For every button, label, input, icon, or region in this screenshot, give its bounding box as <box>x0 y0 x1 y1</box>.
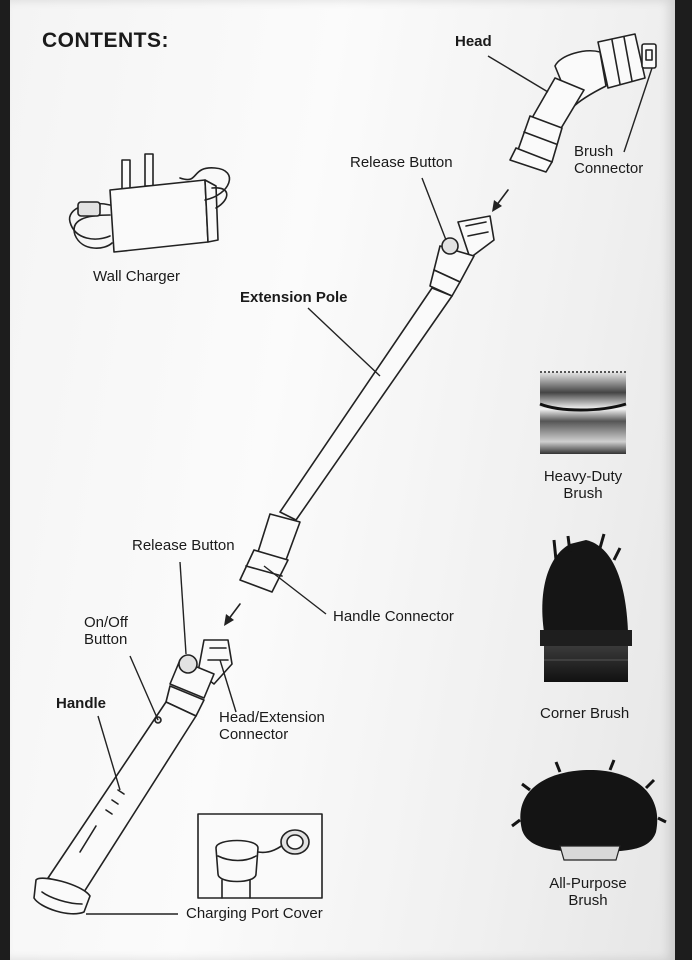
heavy-duty-brush-label-line1: Heavy-Duty <box>543 468 623 485</box>
wall-charger-icon <box>68 153 231 253</box>
extension-pole-icon <box>239 215 495 593</box>
head-extension-connector-label-line1: Head/Extension <box>219 709 325 726</box>
release-button-bottom-leader-line <box>179 561 187 655</box>
heavy-duty-brush-icon <box>539 371 627 454</box>
release-button-top-label: Release Button <box>350 154 453 171</box>
handle-leader-line <box>97 715 121 791</box>
corner-brush-icon <box>540 533 632 682</box>
release-button-top-leader-line <box>421 177 447 241</box>
heavy-duty-brush-label: Heavy-Duty Brush <box>530 468 636 502</box>
extension-pole-label: Extension Pole <box>240 289 348 306</box>
all-purpose-brush-label-line1: All-Purpose <box>549 875 627 892</box>
extension-pole-leader-line <box>307 307 381 377</box>
head-ext-leader-line <box>219 659 237 713</box>
charging-port-cover-label: Charging Port Cover <box>186 905 323 922</box>
handle-connector-label: Handle Connector <box>333 608 454 625</box>
head-extension-connector-label-line2: Connector <box>219 726 289 743</box>
handle-connector-leader-line <box>263 565 327 615</box>
head-leader-line <box>487 55 549 93</box>
wall-charger-label: Wall Charger <box>93 268 180 285</box>
brush-connector-label: Brush Connector <box>574 143 654 177</box>
on-off-button-label-line2: Button <box>84 631 128 648</box>
head-icon <box>509 33 657 173</box>
brush-connector-label-line2: Connector <box>574 160 644 177</box>
head-label: Head <box>455 33 492 50</box>
all-purpose-brush-label: All-Purpose Brush <box>538 875 638 909</box>
charging-port-cover-icon <box>197 813 323 899</box>
all-purpose-brush-label-line2: Brush <box>568 892 608 909</box>
all-purpose-brush-icon <box>511 759 667 861</box>
on-off-button-label: On/Off Button <box>84 614 128 648</box>
brush-connector-leader-line <box>623 67 653 153</box>
on-off-button-label-line1: On/Off <box>84 614 128 631</box>
on-off-leader-line <box>129 655 159 721</box>
heavy-duty-brush-label-line2: Brush <box>563 485 603 502</box>
page-title: CONTENTS: <box>42 29 169 52</box>
release-button-bottom-label: Release Button <box>132 537 235 554</box>
handle-icon <box>33 639 233 915</box>
brush-connector-label-line1: Brush <box>574 143 614 160</box>
handle-label: Handle <box>56 695 107 712</box>
corner-brush-label: Corner Brush <box>540 705 630 722</box>
head-extension-connector-label: Head/Extension Connector <box>219 709 325 743</box>
